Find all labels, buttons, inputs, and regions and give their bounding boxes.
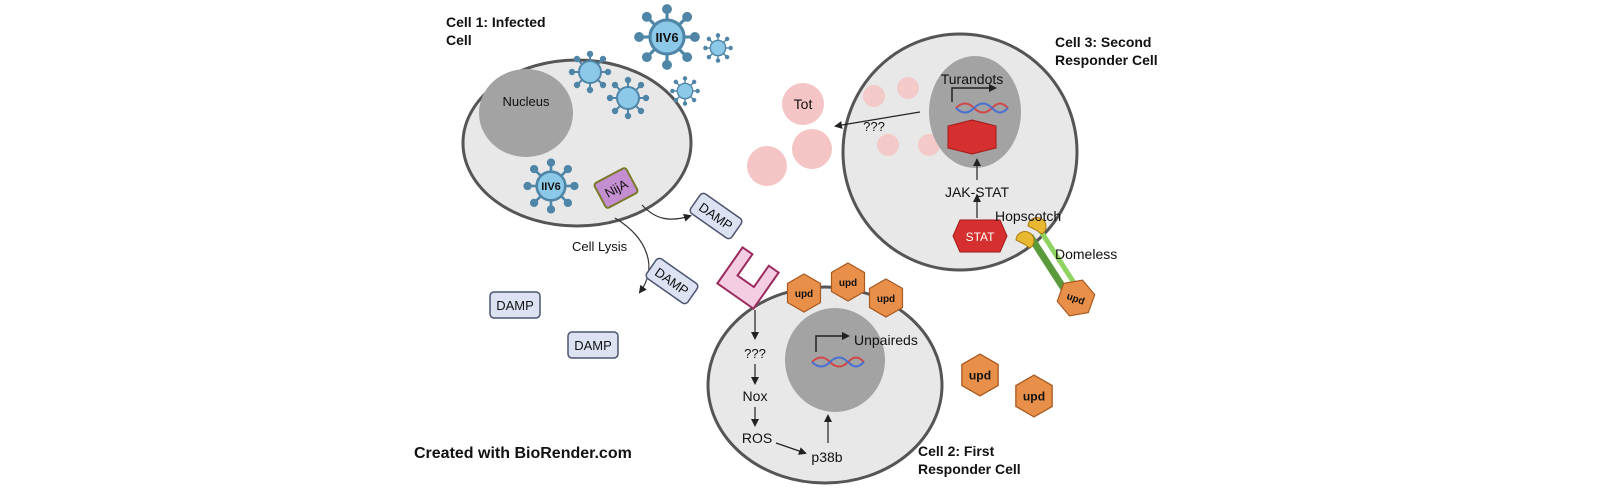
cell-3: Turandots JAK-STAT STAT ??? [834, 32, 1079, 272]
damp-receptor [715, 245, 781, 311]
lysis-arrow [614, 217, 650, 294]
cell-2-title: Cell 2: First Responder Cell [918, 443, 1021, 477]
hopscotch-label: Hopscotch [995, 208, 1061, 224]
virus-icon [568, 50, 612, 94]
nija-protein: NijA [593, 167, 639, 209]
cell-1-title: Cell 1: Infected Cell [446, 14, 549, 48]
virus-outside-label: IIV6 [655, 30, 678, 45]
domeless-receptor [1027, 228, 1079, 294]
svg-text:upd: upd [839, 278, 857, 289]
svg-text:STAT: STAT [966, 230, 996, 244]
upd-protein: upd [830, 262, 866, 302]
virus-icon [606, 76, 650, 120]
virus-icon [670, 76, 700, 106]
upd-protein: upd [868, 278, 904, 318]
svg-text:upd: upd [877, 294, 895, 305]
turandot-proteins [747, 83, 832, 186]
svg-text:upd: upd [1023, 389, 1045, 403]
damp-molecule: DAMP [567, 331, 619, 359]
damp-molecule: DAMP [645, 257, 699, 305]
cell-2: Unpaireds ??? Nox ROS p38b upd upd upd [706, 245, 944, 485]
pathway-step-unknown: ??? [744, 346, 766, 361]
cell-1-nucleus [479, 69, 573, 157]
hopscotch-kinase [1015, 217, 1047, 249]
credit-text: Created with BioRender.com [414, 445, 632, 462]
svg-text:DAMP: DAMP [496, 298, 534, 313]
cell-3-title: Cell 3: Second Responder Cell [1055, 34, 1158, 68]
damp-molecule: DAMP [689, 192, 743, 240]
svg-text:DAMP: DAMP [574, 338, 612, 353]
cell-3-gene-label: Turandots [941, 71, 1004, 87]
upd-protein: upd [786, 273, 822, 313]
domeless-label: Domeless [1055, 246, 1117, 262]
tot-secretion-arrow [834, 111, 921, 129]
upd-protein: upd [1015, 374, 1053, 418]
gene-arrow [815, 332, 850, 352]
cell-1-virus-label: IIV6 [541, 181, 561, 193]
unknown-secretion-label: ??? [863, 119, 885, 134]
jak-stat-label: JAK-STAT [945, 184, 1009, 200]
gene-arrow [951, 84, 997, 102]
stat-dimer-icon [947, 119, 997, 155]
virus-icon [703, 33, 733, 63]
stat-protein: STAT [952, 219, 1008, 253]
damp-molecule: DAMP [489, 291, 541, 319]
svg-text:upd: upd [795, 289, 813, 300]
pathway-step-nox: Nox [743, 388, 768, 404]
tot-label: Tot [794, 96, 813, 112]
cell-1-nucleus-label: Nucleus [503, 94, 550, 109]
upd-protein: upd [1053, 273, 1099, 323]
cell-lysis-label: Cell Lysis [572, 239, 628, 254]
svg-text:upd: upd [969, 368, 991, 382]
damp-release-arrow [641, 204, 692, 222]
cell-2-nucleus [785, 308, 885, 412]
pathway-step-ros: ROS [742, 430, 772, 446]
cell-2-gene-label: Unpaireds [854, 332, 918, 348]
upd-protein: upd [961, 353, 999, 397]
pathway-step-p38b: p38b [811, 449, 842, 465]
cell-1: Nucleus IIV6 NijA [461, 50, 693, 228]
